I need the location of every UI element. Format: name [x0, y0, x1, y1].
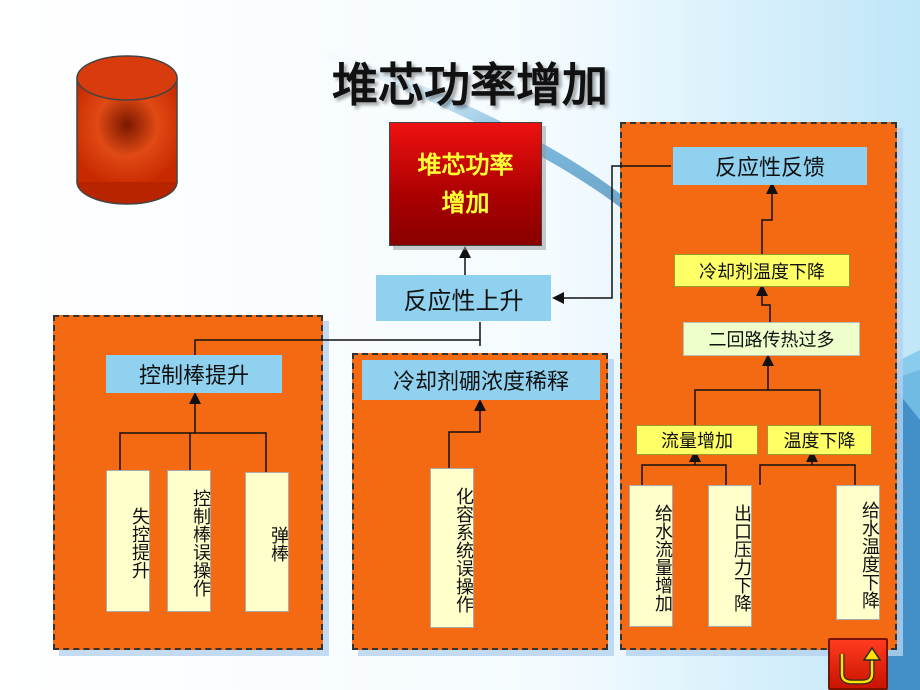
- uncontrolled-lift-box: 失控提升: [106, 470, 150, 612]
- core-box-line1: 堆芯功率: [417, 151, 514, 179]
- middle-panel: [352, 353, 608, 650]
- core-box-line2: 增加: [441, 189, 490, 217]
- temp-drop-box: 温度下降: [767, 425, 872, 455]
- secondary-heat-transfer-box: 二回路传热过多: [683, 322, 860, 356]
- feedwater-temp-drop-box: 给水温度下降: [836, 485, 880, 620]
- cylinder-icon: [76, 55, 178, 205]
- reactivity-feedback-box: 反应性反馈: [673, 147, 867, 185]
- reactivity-rise-box: 反应性上升: [376, 275, 551, 321]
- boron-dilution-box: 冷却剂硼浓度稀释: [362, 360, 600, 400]
- coolant-temp-drop-box: 冷却剂温度下降: [674, 254, 850, 287]
- cvcs-misoperation-box: 化容系统误操作: [430, 468, 474, 628]
- rod-ejection-box: 弹棒: [245, 472, 289, 612]
- flow-increase-box: 流量增加: [636, 425, 758, 455]
- rod-misoperation-box: 控制棒误操作: [167, 470, 211, 612]
- feedwater-flow-increase-box: 给水流量增加: [629, 485, 673, 627]
- control-rod-lift-box: 控制棒提升: [106, 355, 282, 393]
- return-arrow-icon: [839, 646, 882, 685]
- page-title: 堆芯功率增加: [332, 58, 608, 112]
- return-button[interactable]: [828, 638, 888, 690]
- outlet-pressure-drop-box: 出口压力下降: [708, 485, 752, 627]
- core-power-increase-box: 堆芯功率 增加: [389, 122, 542, 246]
